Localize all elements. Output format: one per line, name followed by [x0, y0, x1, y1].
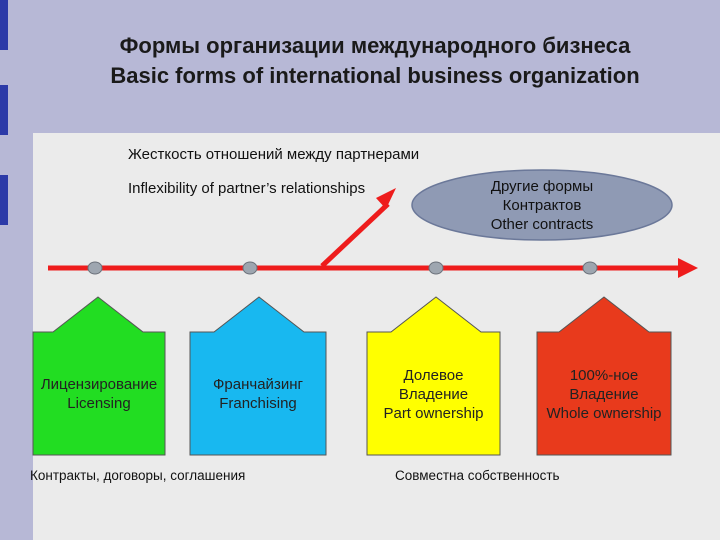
axis-label-ru: Жесткость отношений между партнерами [128, 146, 420, 163]
axis-label-en: Inflexibility of partner’s relationships [128, 180, 366, 197]
whole-ownership-text: 100%-ное Владение Whole ownership [533, 335, 675, 453]
part-ownership-text: Долевое Владение Part ownership [367, 335, 500, 453]
timeline-marker [242, 261, 258, 275]
contracts-group-label: Контракты, договоры, соглашения [30, 468, 246, 483]
franchising-box [189, 296, 327, 456]
timeline-marker [87, 261, 103, 275]
timeline-marker [428, 261, 444, 275]
licensing-box [32, 296, 166, 456]
other-contracts-line2: Контрактов [502, 196, 582, 214]
accent-bar [0, 0, 8, 50]
other-contracts-ellipse [411, 169, 673, 241]
franchising-label-en: Franchising [219, 395, 297, 412]
part-ownership-line3: Part ownership [383, 404, 484, 422]
franchising-label-ru: Франчайзинг [213, 376, 303, 393]
slide-title-ru: Формы организации международного бизнеса [119, 33, 631, 58]
whole-ownership-line3: Whole ownership [546, 404, 662, 422]
other-contracts-text: Другие формы Контрактов Other contracts [412, 170, 672, 240]
licensing-text: Лицензирование Licensing [28, 335, 170, 453]
accent-bar [0, 175, 8, 225]
licensing-label-ru: Лицензирование [40, 376, 158, 393]
ownership-group-label: Совместна собственность [395, 468, 560, 483]
other-contracts-line1: Другие формы [490, 177, 594, 195]
whole-ownership-box [536, 296, 672, 456]
slide-title-en: Basic forms of international business or… [110, 63, 640, 88]
diagonal-arrow [320, 202, 390, 268]
licensing-label-en: Licensing [67, 395, 131, 412]
timeline-marker [582, 261, 598, 275]
whole-ownership-line2: Владение [569, 385, 639, 403]
part-ownership-line2: Владение [398, 385, 469, 403]
franchising-text: Франчайзинг Franchising [190, 335, 326, 453]
diagonal-arrowhead [376, 188, 396, 209]
accent-bar [0, 85, 8, 135]
other-contracts-line3: Other contracts [490, 215, 594, 233]
whole-ownership-line1: 100%-ное [569, 366, 639, 384]
part-ownership-box [366, 296, 501, 456]
timeline-arrowhead [678, 258, 698, 278]
part-ownership-line1: Долевое [403, 366, 464, 384]
